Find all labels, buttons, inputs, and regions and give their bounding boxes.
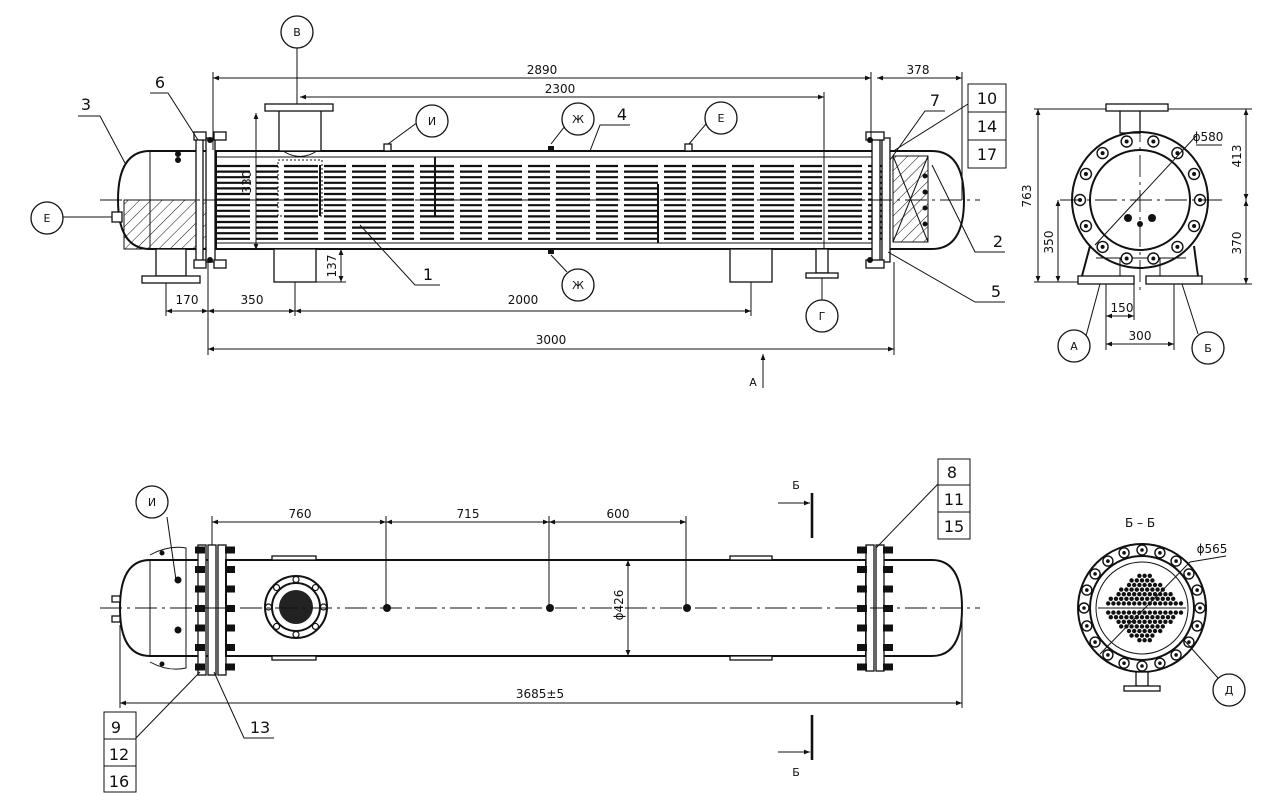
- pos-10: 10: [977, 89, 997, 108]
- dim-763: 763: [1020, 185, 1034, 208]
- callout-g: Г: [819, 310, 826, 323]
- pos-8: 8: [947, 463, 957, 482]
- callout-e-top: Е: [718, 112, 725, 125]
- pos-4: 4: [617, 105, 627, 124]
- pos-12: 12: [109, 745, 129, 764]
- pos-7: 7: [930, 91, 940, 110]
- tube-bundle: [216, 164, 890, 240]
- dim-3685: 3685±5: [516, 687, 564, 701]
- dim-760: 760: [289, 507, 312, 521]
- section-mark-bottom: Б: [792, 766, 800, 779]
- front-dimensions: 2890 378 2300 330 137 170 350 2000: [165, 63, 963, 389]
- callout-i: И: [428, 115, 436, 128]
- callout-v: В: [293, 26, 301, 39]
- dim-300: 300: [1129, 329, 1152, 343]
- dim-370: 370: [1230, 232, 1244, 255]
- pos-6: 6: [155, 73, 165, 92]
- top-dimensions: 760 715 600 ϕ426 3685±5: [119, 507, 963, 708]
- front-view: 2890 378 2300 330 137 170 350 2000: [30, 15, 1007, 389]
- pos-16: 16: [109, 772, 129, 791]
- dim-600: 600: [607, 507, 630, 521]
- pos-2: 2: [993, 232, 1003, 251]
- pos-14: 14: [977, 117, 997, 136]
- callout-d: Д: [1225, 684, 1234, 697]
- view-arrow-a-label: А: [749, 376, 757, 389]
- dim-170: 170: [176, 293, 199, 307]
- dim-phi565: ϕ565: [1197, 542, 1228, 556]
- dim-413: 413: [1230, 145, 1244, 168]
- dim-phi580: ϕ580: [1193, 130, 1224, 144]
- dim-350: 350: [241, 293, 264, 307]
- side-view: 763 413 350 370 ϕ580 150 300 А Б: [1020, 103, 1252, 365]
- pos-3: 3: [81, 95, 91, 114]
- callout-a: А: [1070, 340, 1078, 353]
- dim-150: 150: [1111, 301, 1134, 315]
- callout-zh-bottom: Ж: [572, 279, 584, 292]
- pos-13: 13: [250, 718, 270, 737]
- top-view: 760 715 600 ϕ426 3685±5 Б Б И 8: [100, 458, 980, 793]
- callout-i-top-view: И: [148, 496, 156, 509]
- pos-17: 17: [977, 145, 997, 164]
- dim-3000: 3000: [536, 333, 567, 347]
- right-stack-bolts: [857, 546, 893, 671]
- pos-11: 11: [944, 490, 964, 509]
- dim-2890: 2890: [527, 63, 558, 77]
- dim-137: 137: [325, 255, 339, 278]
- dim-350-side: 350: [1042, 231, 1056, 254]
- section-tubes: [1106, 573, 1184, 643]
- section-title: Б – Б: [1125, 516, 1155, 530]
- pos-5: 5: [991, 282, 1001, 301]
- section-mark-top: Б: [792, 479, 800, 492]
- pos-1: 1: [423, 265, 433, 284]
- pos-15: 15: [944, 517, 964, 536]
- callout-b: Б: [1204, 342, 1212, 355]
- left-stack-bolts: [195, 546, 235, 671]
- dim-phi426: ϕ426: [612, 590, 626, 621]
- dim-378: 378: [907, 63, 930, 77]
- front-nozzle-callouts: В И Ж Е Ж Г Е: [30, 15, 839, 333]
- front-positions: 3 6 4 1 7 2 5 10 14 17: [78, 73, 1007, 303]
- callout-e-left: Е: [44, 212, 51, 225]
- dim-2300: 2300: [545, 82, 576, 96]
- section-view: Б – Б ϕ565 Д: [1077, 516, 1246, 707]
- pos-9: 9: [111, 718, 121, 737]
- callout-zh-top: Ж: [572, 113, 584, 126]
- top-nozzle-bolts: [264, 575, 328, 639]
- side-dimensions: 763 413 350 370 ϕ580 150 300: [1020, 108, 1252, 350]
- dim-330: 330: [240, 171, 254, 194]
- dim-2000: 2000: [508, 293, 539, 307]
- section-bolts: [1078, 544, 1206, 672]
- dim-715: 715: [457, 507, 480, 521]
